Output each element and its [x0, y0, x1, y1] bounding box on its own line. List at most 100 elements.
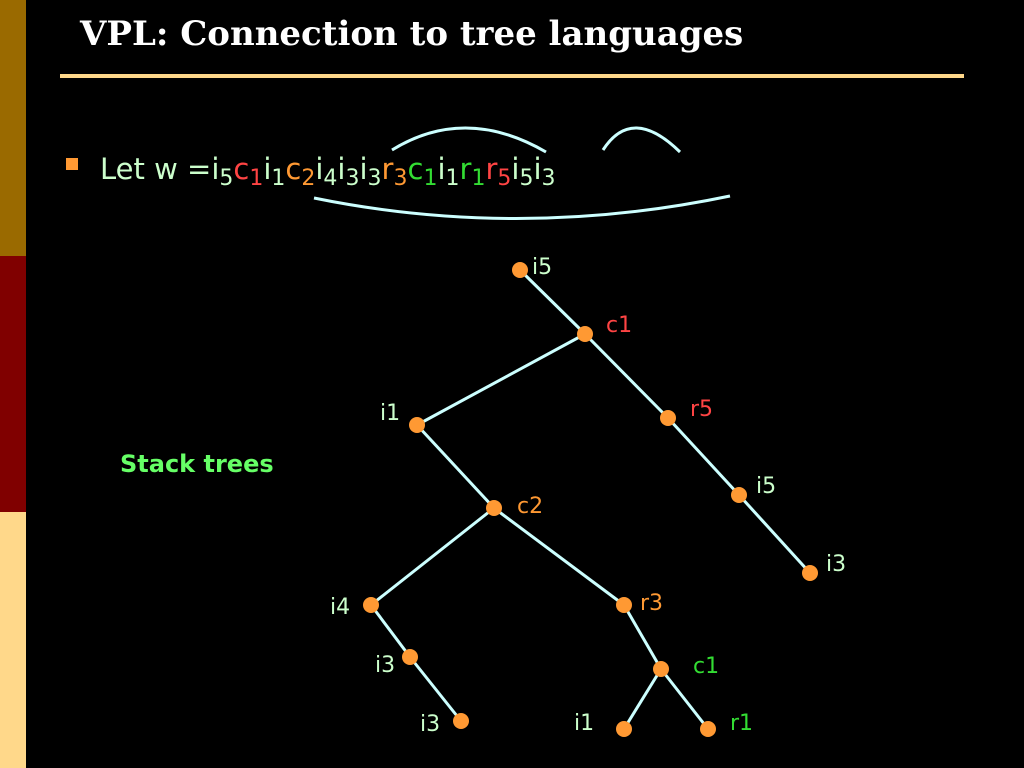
tree-node-label: i4 — [330, 595, 350, 620]
tree-node-label: i3 — [420, 712, 440, 737]
tree-edges — [369, 268, 812, 730]
word-token-letter: c — [285, 152, 302, 186]
word-token-index: 5 — [519, 166, 534, 191]
word-token: i1 — [263, 152, 285, 191]
tree-node-dot — [660, 410, 676, 426]
bullet-square-icon — [66, 158, 78, 170]
tree-node-dot — [402, 649, 418, 665]
tree-node-label: i5 — [532, 255, 552, 280]
tree-edge — [737, 493, 812, 575]
word-prefix: Let w = — [100, 152, 212, 186]
word-token-letter: i — [511, 152, 520, 186]
word-token: c1 — [233, 152, 263, 191]
tree-nodes: i5 c1 i1 r5 c2 i5 i3 i4 r3 i3 c1 i3 i1 r1 — [330, 255, 846, 737]
tree-node-label: r1 — [730, 711, 753, 736]
tree-node-label: i3 — [375, 653, 395, 678]
word-token-index: 1 — [471, 166, 486, 191]
tree-edge — [666, 416, 741, 497]
word-token: i3 — [337, 152, 359, 191]
arc-c1-r5 — [313, 194, 731, 220]
tree-edge — [622, 604, 663, 670]
tree-edge — [583, 332, 670, 420]
word-token-letter: i — [211, 152, 220, 186]
tree-node-dot — [486, 500, 502, 516]
tree-edge — [659, 668, 710, 730]
word-token: i3 — [533, 152, 555, 191]
tree-node-dot — [409, 417, 425, 433]
word-token: r5 — [485, 152, 511, 191]
tree-node-dot — [653, 661, 669, 677]
word-token: i5 — [511, 152, 533, 191]
word-token-letter: r — [459, 152, 472, 186]
tree-node-dot — [453, 713, 469, 729]
tree-edge — [622, 668, 663, 730]
tree-node-label: i1 — [380, 401, 400, 426]
word-token-index: 3 — [541, 166, 556, 191]
word-token: r1 — [460, 152, 486, 191]
tree-edge — [415, 423, 496, 510]
tree-node-label: c1 — [693, 654, 719, 679]
word-token-index: 1 — [423, 166, 438, 191]
word-token-index: 2 — [301, 166, 316, 191]
tree-node-label: c2 — [517, 494, 543, 519]
word-token-index: 5 — [497, 166, 512, 191]
word-token-index: 3 — [367, 166, 382, 191]
word-token-letter: i — [315, 152, 324, 186]
tree-node-dot — [363, 597, 379, 613]
tree-node-dot — [577, 326, 593, 342]
word-definition: Let w =i5c1i1c2i4i3i3r3c1i1r1r5i5i3 — [100, 152, 556, 191]
word-token: r3 — [382, 152, 408, 191]
word-token-letter: i — [533, 152, 542, 186]
word-token: i5 — [211, 152, 233, 191]
slide-title: VPL: Connection to tree languages — [80, 14, 744, 54]
stack-trees-label: Stack trees — [120, 450, 274, 478]
word-tokens: i5c1i1c2i4i3i3r3c1i1r1r5i5i3 — [211, 152, 555, 191]
word-token-index: 1 — [271, 166, 286, 191]
arc-c1-r1 — [601, 126, 682, 154]
side-bar-top — [0, 0, 26, 256]
tree-edge — [518, 268, 587, 336]
tree-node-dot — [802, 565, 818, 581]
word-token-index: 4 — [323, 166, 338, 191]
word-token-index: 1 — [445, 166, 460, 191]
title-divider — [60, 74, 964, 78]
tree-edge — [370, 506, 495, 607]
tree-node-dot — [616, 597, 632, 613]
tree-node-label: c1 — [606, 313, 632, 338]
word-token-letter: r — [381, 152, 394, 186]
tree-edge — [493, 506, 625, 607]
arc-c2-r3 — [391, 126, 547, 154]
word-token-letter: c — [233, 152, 250, 186]
tree-node-dot — [512, 262, 528, 278]
word-token: c1 — [407, 152, 437, 191]
tree-node-label: r5 — [690, 397, 713, 422]
word-token-index: 3 — [393, 166, 408, 191]
tree-edge — [416, 332, 586, 427]
word-token: i4 — [315, 152, 337, 191]
word-token-index: 5 — [219, 166, 234, 191]
word-token: i1 — [437, 152, 459, 191]
tree-edge — [369, 604, 412, 658]
word-token: c2 — [285, 152, 315, 191]
tree-node-label: i5 — [756, 474, 776, 499]
word-token-letter: c — [407, 152, 424, 186]
word-token-letter: i — [337, 152, 346, 186]
word-token-letter: i — [263, 152, 272, 186]
tree-node-dot — [731, 487, 747, 503]
tree-node-label: r3 — [640, 591, 663, 616]
tree-edge — [408, 656, 463, 722]
tree-node-label: i3 — [826, 552, 846, 577]
word-token-index: 1 — [249, 166, 264, 191]
matching-arcs — [313, 126, 731, 220]
tree-node-dot — [700, 721, 716, 737]
word-token-letter: r — [485, 152, 498, 186]
tree-node-dot — [616, 721, 632, 737]
word-token-letter: i — [437, 152, 446, 186]
side-bar-middle — [0, 256, 26, 512]
word-token-letter: i — [359, 152, 368, 186]
tree-node-label: i1 — [574, 711, 594, 736]
word-token-index: 3 — [345, 166, 360, 191]
word-token: i3 — [359, 152, 381, 191]
side-bar-bottom — [0, 512, 26, 768]
